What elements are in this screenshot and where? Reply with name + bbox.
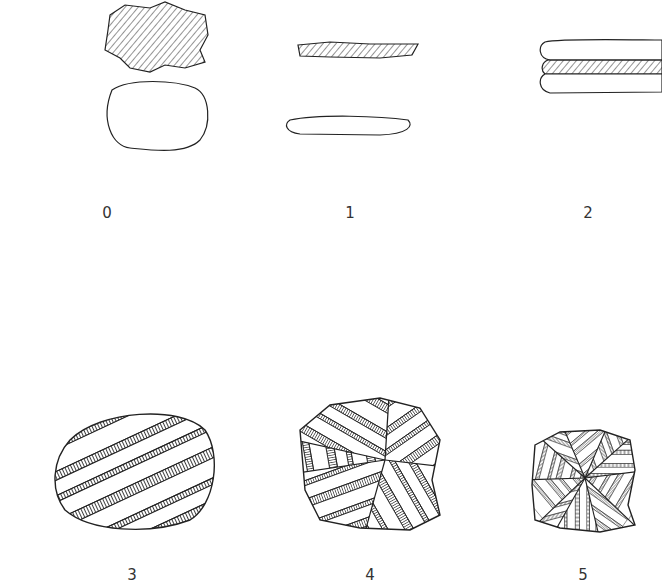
figure-number: 1: [345, 206, 355, 221]
figure-number: 5: [578, 568, 588, 583]
figure-number: 0: [102, 206, 112, 221]
figure-number: 2: [583, 206, 593, 221]
figure-number: 4: [365, 568, 375, 583]
figure-number: 3: [127, 568, 137, 583]
